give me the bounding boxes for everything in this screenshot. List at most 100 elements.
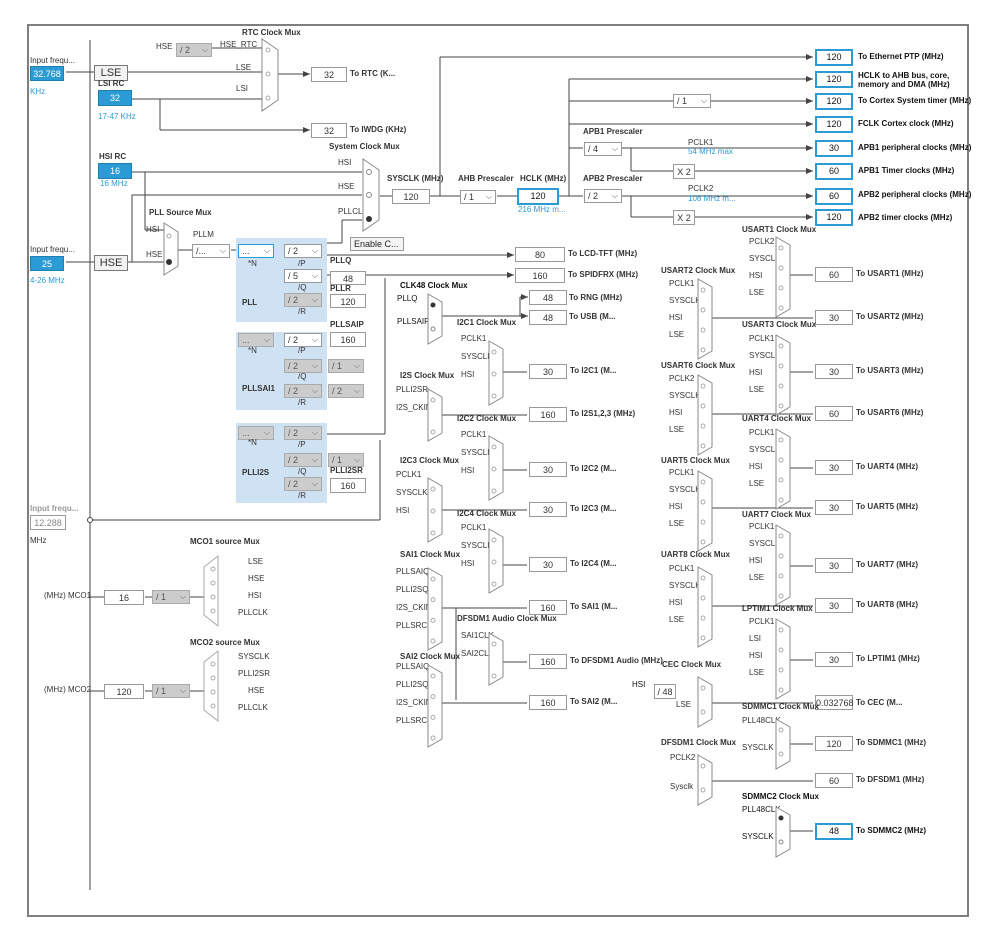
cec-value: 0.032768 <box>815 695 854 710</box>
mco2-in-plli2sr: PLLI2SR <box>238 669 271 678</box>
plli2s-p-select[interactable]: / 2⌵ <box>284 426 322 440</box>
uart8-clock-mux[interactable] <box>697 566 713 648</box>
uart7-clock-mux[interactable] <box>775 524 791 606</box>
i2s-ext-input-value[interactable]: 12.288 <box>30 515 66 530</box>
uart7-clock-mux-input: SYSCLK <box>749 539 781 548</box>
hse-input-label: Input frequ... <box>30 245 75 254</box>
i2c2-clock-mux-input: HSI <box>461 466 475 475</box>
pll-source-mux[interactable] <box>163 222 179 276</box>
cortex-system-timer-value[interactable]: 120 <box>815 93 853 110</box>
i2c2-clock-mux-input: PCLK1 <box>461 430 487 439</box>
sdmmc2-mux[interactable] <box>775 806 791 858</box>
sai1-clock-mux-value: 160 <box>529 600 567 615</box>
usart6-clock-mux[interactable] <box>697 374 713 456</box>
sdmmc2-value[interactable]: 48 <box>815 823 853 840</box>
i2c2-clock-mux-title: I2C2 Clock Mux <box>457 414 517 423</box>
pllr-value: 120 <box>330 294 366 308</box>
hse-oscillator[interactable]: HSE <box>94 255 128 271</box>
usart2-clock-mux-input: SYSCLK <box>669 296 701 305</box>
pll-q-select[interactable]: / 5⌵ <box>284 269 322 283</box>
plli2s-q2-select[interactable]: / 1⌵ <box>328 453 364 467</box>
pll-r-select[interactable]: / 2⌵ <box>284 293 322 307</box>
apb2-peripheral-value[interactable]: 60 <box>815 188 853 205</box>
uart5-clock-mux-value: 30 <box>815 500 853 515</box>
apb2-timer-value[interactable]: 120 <box>815 209 853 226</box>
apb1-peripheral-value[interactable]: 30 <box>815 140 853 157</box>
mco2-mux[interactable] <box>203 650 219 722</box>
sysclk-label: SYSCLK (MHz) <box>387 174 444 183</box>
dfsdm1-audio-clock-mux-input: SAI1CLK <box>461 631 494 640</box>
pllsai-p-select[interactable]: / 2⌵ <box>284 333 322 347</box>
pllsai-r2-select[interactable]: / 2⌵ <box>328 384 364 398</box>
pll-name: PLL <box>242 298 258 307</box>
i2s-clock-mux[interactable] <box>427 388 443 442</box>
uart5-clock-mux-label: To UART5 (MHz) <box>856 502 919 511</box>
lptim1-clock-mux[interactable] <box>775 618 791 700</box>
enable-css-button[interactable]: Enable C... <box>350 237 404 251</box>
hse-input-value[interactable]: 25 <box>30 256 64 271</box>
dfsdm1-audio-clock-mux-value: 160 <box>529 654 567 669</box>
lse-input-label: Input frequ... <box>30 56 75 65</box>
pllsai-q-select[interactable]: / 2⌵ <box>284 359 322 373</box>
lse-input-value[interactable]: 32.768 <box>30 66 64 81</box>
cec-mux[interactable] <box>697 676 713 728</box>
mco1-divider[interactable]: / 1⌵ <box>152 590 190 604</box>
uart4-clock-mux[interactable] <box>775 428 791 510</box>
pllsai-q2-select[interactable]: / 1⌵ <box>328 359 364 373</box>
ahb-prescaler-select[interactable]: / 1⌵ <box>460 190 496 204</box>
i2c4-clock-mux[interactable] <box>488 528 504 594</box>
hsi-value: 16 <box>98 163 132 179</box>
usart2-clock-mux[interactable] <box>697 278 713 360</box>
i2c1-clock-mux-value: 30 <box>529 364 567 379</box>
i2c3-clock-mux-input: PCLK1 <box>396 470 422 479</box>
sai1-clock-mux[interactable] <box>427 567 443 651</box>
sdmmc1-sysclk-label: SYSCLK <box>742 743 774 752</box>
usart1-clock-mux[interactable] <box>775 236 791 318</box>
uart5-clock-mux-input: SYSCLK <box>669 485 701 494</box>
pll-p-select[interactable]: / 2⌵ <box>284 244 322 258</box>
cortex-system-timer-label: To Cortex System timer (MHz) <box>858 96 972 105</box>
usart3-clock-mux[interactable] <box>775 334 791 416</box>
apb1-timer-value[interactable]: 60 <box>815 163 853 180</box>
usart6-clock-mux-label: To USART6 (MHz) <box>856 408 924 417</box>
pllsai-r-select[interactable]: / 2⌵ <box>284 384 322 398</box>
plli2s-n-select[interactable]: ...⌵ <box>238 426 274 440</box>
pll-n-select[interactable]: ...⌵ <box>238 244 274 258</box>
fclk-value[interactable]: 120 <box>815 116 853 133</box>
apb2-prescaler-select[interactable]: / 2⌵ <box>584 189 622 203</box>
usart1-clock-mux-label: To USART1 (MHz) <box>856 269 924 278</box>
sysclk-value: 120 <box>392 189 430 204</box>
lse-oscillator[interactable]: LSE <box>94 65 128 81</box>
sysmux-hse-label: HSE <box>338 182 355 191</box>
dfsdm1-audio-clock-mux[interactable] <box>488 632 504 686</box>
clk48-mux[interactable] <box>427 293 443 345</box>
sdmmc1-mux[interactable] <box>775 718 791 770</box>
rtc-mux[interactable] <box>261 38 279 112</box>
hclk-value[interactable]: 120 <box>517 188 559 205</box>
mco1-mux-title: MCO1 source Mux <box>190 537 260 546</box>
pllm-select[interactable]: /...⌵ <box>192 244 230 258</box>
mco2-value: 120 <box>104 684 144 699</box>
plli2s-r-select[interactable]: / 2⌵ <box>284 477 322 491</box>
mco1-mux[interactable] <box>203 555 219 627</box>
dfsdm1-mux[interactable] <box>697 754 713 806</box>
pllsai-n-select[interactable]: ...⌵ <box>238 333 274 347</box>
uart5-clock-mux-input: LSE <box>669 519 685 528</box>
sdmmc2-mux-title: SDMMC2 Clock Mux <box>742 792 819 801</box>
mco2-divider[interactable]: / 1⌵ <box>152 684 190 698</box>
cortex-timer-divider[interactable]: / 1⌵ <box>673 94 711 108</box>
i2c3-clock-mux[interactable] <box>427 477 443 543</box>
apb1-prescaler-select[interactable]: / 4⌵ <box>584 142 622 156</box>
ethernet-ptp-value[interactable]: 120 <box>815 49 853 66</box>
i2c3-clock-mux-input: HSI <box>396 506 410 515</box>
i2c2-clock-mux[interactable] <box>488 435 504 501</box>
i2c4-clock-mux-input: HSI <box>461 559 475 568</box>
i2c4-clock-mux-input: SYSCLK <box>461 541 493 550</box>
uart5-clock-mux[interactable] <box>697 470 713 552</box>
i2c1-clock-mux[interactable] <box>488 340 504 406</box>
plli2s-q-select[interactable]: / 2⌵ <box>284 453 322 467</box>
usart3-clock-mux-input: PCLK1 <box>749 334 775 343</box>
system-clock-mux[interactable] <box>362 158 380 232</box>
sai2-clock-mux[interactable] <box>427 664 443 748</box>
hclk-ahb-value[interactable]: 120 <box>815 71 853 88</box>
